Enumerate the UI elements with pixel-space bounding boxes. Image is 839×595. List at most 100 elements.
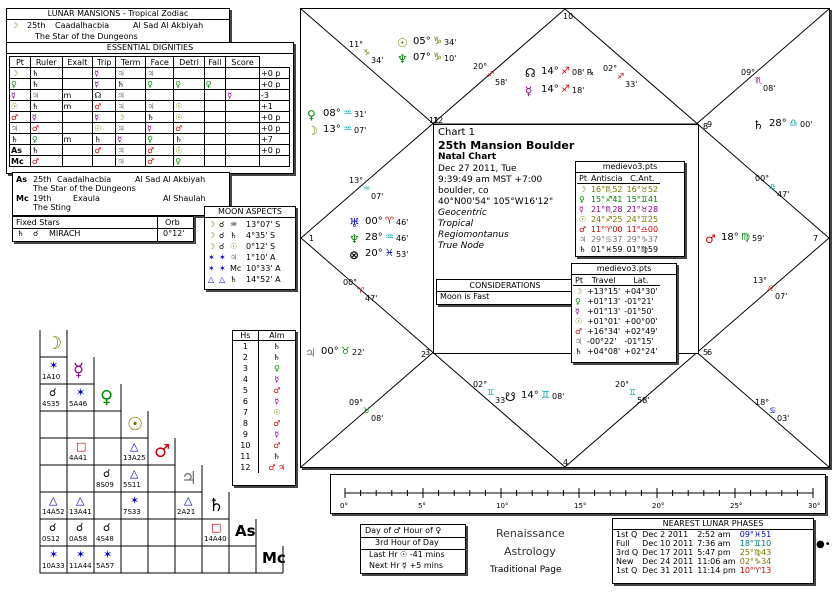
house-row: 5♂	[233, 385, 295, 396]
medieval2-point-icon: ♃	[575, 336, 583, 346]
cusp-sign-icon: ♈	[357, 286, 365, 295]
aspect-grid-planet-icon: ♄	[208, 495, 225, 516]
house-number-label: 3	[425, 348, 431, 357]
dignities-cell	[225, 133, 261, 145]
lunar-phase-cell: 09°♓51	[739, 530, 772, 539]
aspect-cell-glyph-icon: ☌	[103, 467, 111, 480]
medieval1-value: 16°♏52	[590, 184, 623, 194]
dignities-cell: ♄	[115, 78, 147, 90]
cusp-min: 33'	[495, 396, 508, 405]
house-row: 3♀	[233, 363, 295, 374]
cusp-deg: 02°	[603, 64, 618, 73]
dignities-point-icon: Mc	[9, 155, 31, 167]
considerations-title: CONSIDERATIONS	[437, 280, 573, 292]
planet-deg: 20°	[365, 248, 383, 259]
planet-sign-icon: ♊	[541, 390, 550, 401]
planet-deg: 14°	[541, 84, 559, 95]
medieval2-value: +02°24'	[624, 346, 658, 356]
planet-position: ☋14°♊08'	[505, 391, 575, 405]
planet-position: ♅00°♈46'	[349, 217, 419, 231]
moon-aspect-glyph-icon: ☽	[208, 220, 216, 229]
dignities-point-icon: ☽	[9, 67, 31, 79]
aspect-grid-planet-icon: ☉	[127, 414, 144, 435]
planet-glyph-icon: ☋	[505, 390, 516, 404]
chart-house-system: Regiomontanus	[438, 230, 509, 240]
dignities-cell: +7	[259, 133, 290, 145]
chart-number: Chart 1	[438, 127, 476, 138]
dignities-cell: ☿	[92, 78, 117, 90]
dignities-cell: ♀	[203, 78, 227, 90]
medieval2-row: ♄+04°08'+02°24'	[573, 346, 660, 356]
lunar-phase-cell: Dec 10 2011	[642, 539, 694, 548]
house-almuten-icon: ☉	[273, 408, 281, 417]
planet-min: 08' ℞	[572, 68, 595, 77]
mansion-mc-desc: The Sting	[33, 203, 72, 212]
scale-tick-label: 30°	[808, 502, 820, 510]
medieval2-row: ♀+01°13'-01°21'	[573, 296, 660, 306]
dignities-row: ♃♂☉♃☿♂+0 p	[9, 122, 290, 134]
dignities-cell: +0 p	[259, 122, 290, 134]
dignities-cell	[225, 155, 261, 167]
house-cusp-label: 20°♊58'	[615, 381, 655, 405]
cusp-min: 08'	[763, 84, 776, 93]
dignities-cell: ♀	[173, 78, 205, 90]
planet-glyph-icon: ♆	[397, 52, 408, 66]
mansion-as-desc: The Star of the Dungeons	[33, 184, 136, 193]
degree-scale: 0°5°10°15°20°25°30°	[340, 488, 820, 510]
planet-deg: 18°	[721, 232, 739, 243]
medieval1-point-icon: ☉	[579, 214, 587, 224]
aspect-grid-lines	[39, 330, 284, 574]
fixed-stars-panel: Fixed Stars Orb ♄ ☌ MIRACH 0°12'	[12, 216, 194, 242]
next-hour: Next Hr ☿ +5 mins	[369, 561, 444, 570]
last-hour: Last Hr ☉ -41 mins	[369, 550, 445, 559]
moon-aspect-glyph-icon: ☽	[208, 242, 216, 251]
aspect-grid-planet-icon: ☽	[46, 333, 63, 354]
cusp-deg: 09°	[741, 68, 756, 77]
house-almuten-icon: ♂	[273, 419, 281, 428]
aspect-cell-glyph-icon: ✶	[49, 548, 59, 561]
moon-aspect-orb: 1°10' A	[246, 253, 276, 262]
moon-aspect-row: ☽☌♒13°07' S	[208, 220, 294, 231]
mansion-mc-num: 19th	[33, 194, 52, 203]
planet-min: 18'	[572, 86, 585, 95]
planet-deg: 08°	[323, 108, 341, 119]
house-row: 9☿	[233, 429, 295, 440]
dignities-cell	[225, 111, 261, 123]
medieval1-point-icon: ♄	[579, 244, 587, 254]
aspect-cell-value: 0A58	[69, 535, 88, 543]
medieval2-point-icon: ☿	[575, 306, 580, 316]
medieval2-row: ☽+13°15'+04°30'	[573, 286, 660, 297]
cusp-sign-icon: ♊	[487, 388, 495, 397]
planet-position: ♃00°♉22'	[305, 347, 375, 361]
dignities-cell	[61, 155, 94, 167]
dignities-cell: ♂	[145, 155, 175, 167]
scale-tick-label: 15°	[574, 502, 586, 510]
lunar-phase-cell: 10°♈13	[739, 566, 772, 575]
chart-date: Dec 27 2011, Tue	[438, 164, 517, 174]
dignities-cell: ♃	[115, 144, 147, 156]
cusp-min: 07'	[371, 192, 384, 201]
dignities-cell: m	[61, 100, 94, 112]
house-cusp-label: 18°♋03'	[755, 399, 795, 423]
aspect-cell-value: 0S12	[42, 535, 60, 543]
planet-glyph-icon: ♂	[705, 232, 716, 246]
planet-min: 10'	[444, 54, 457, 63]
cusp-deg: 18°	[755, 398, 770, 407]
dignities-point-icon: ♂	[9, 111, 31, 123]
planet-position: ☉05°♑34'	[397, 37, 467, 51]
chart-type: Natal Chart	[438, 152, 497, 162]
medieval1-point-icon: ☿	[579, 204, 584, 214]
planet-sign-icon: ♓	[385, 248, 394, 259]
dignities-point-icon: ♄	[9, 133, 31, 145]
aspect-cell-glyph-icon: △	[184, 494, 193, 507]
dignities-cell: ☽	[115, 111, 147, 123]
dignities-cell: ♃	[115, 155, 147, 167]
planet-deg: 13°	[323, 124, 341, 135]
planet-sign-icon: ♑	[433, 36, 442, 47]
house-number-label: 5	[703, 348, 709, 357]
dignities-cell	[203, 67, 227, 79]
planet-min: 31'	[354, 110, 367, 119]
